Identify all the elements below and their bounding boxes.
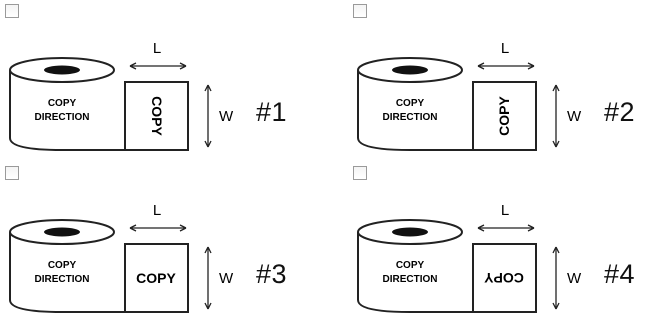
label-panel	[472, 243, 537, 313]
orientation-option-1: COPY DIRECTION COPY L W #1	[0, 0, 320, 160]
width-label: W	[567, 108, 582, 125]
option-3-checkbox[interactable]	[5, 166, 19, 180]
length-label: L	[501, 40, 509, 57]
label-panel	[124, 243, 189, 313]
orientation-option-4: COPY DIRECTION COPY L W #4	[348, 162, 649, 322]
option-1-checkbox[interactable]	[5, 4, 19, 18]
option-2-number: #2	[604, 97, 636, 127]
copy-direction-line1: COPY	[396, 98, 425, 109]
width-label: W	[219, 270, 234, 287]
copy-direction-line1: COPY	[396, 260, 425, 271]
length-label: L	[153, 40, 161, 57]
label-panel	[124, 81, 189, 151]
length-label: L	[501, 202, 509, 219]
option-1-number: #1	[256, 97, 288, 127]
option-2-checkbox[interactable]	[353, 4, 367, 18]
copy-text: COPY	[136, 270, 176, 286]
roll-core-icon	[392, 65, 428, 75]
roll-core-icon	[392, 227, 428, 237]
label-panel	[472, 81, 537, 151]
copy-direction-line2: DIRECTION	[383, 112, 438, 123]
copy-direction-line1: COPY	[48, 260, 77, 271]
copy-text: COPY	[149, 96, 165, 136]
option-4-checkbox[interactable]	[353, 166, 367, 180]
copy-direction-line1: COPY	[48, 98, 77, 109]
roll-core-icon	[44, 65, 80, 75]
width-label: W	[567, 270, 582, 287]
length-label: L	[153, 202, 161, 219]
option-3-number: #3	[256, 259, 288, 289]
label-roll-diagram-4: COPY DIRECTION COPY L W	[357, 202, 582, 313]
width-label: W	[219, 108, 234, 125]
copy-direction-line2: DIRECTION	[35, 274, 90, 285]
orientation-option-3: COPY DIRECTION COPY L W #3	[0, 162, 320, 322]
label-roll-diagram-2: COPY DIRECTION COPY L W	[357, 40, 582, 151]
copy-direction-line2: DIRECTION	[35, 112, 90, 123]
label-roll-diagram-1: COPY DIRECTION COPY L W	[9, 40, 234, 151]
roll-core-icon	[44, 227, 80, 237]
option-4-number: #4	[604, 259, 636, 289]
copy-text: COPY	[496, 96, 512, 136]
label-roll-diagram-3: COPY DIRECTION COPY L W	[9, 202, 234, 313]
copy-direction-line2: DIRECTION	[383, 274, 438, 285]
copy-text: COPY	[484, 270, 524, 286]
orientation-option-2: COPY DIRECTION COPY L W #2	[348, 0, 649, 160]
